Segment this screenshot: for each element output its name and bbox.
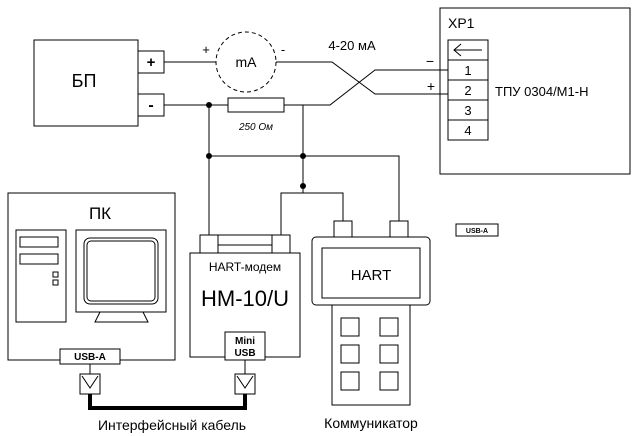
hart-modem-port-line2: USB: [234, 348, 255, 359]
connector-minus: −: [426, 53, 434, 69]
interface-cable: Интерфейсный кабель: [79, 360, 256, 433]
hart-modem-title: HART-модем: [209, 260, 281, 274]
pc: ПК USB-A: [7, 192, 176, 365]
connector-title: ХР1: [448, 15, 475, 31]
power-supply-label: БП: [72, 71, 97, 91]
resistor-label: 250 Ом: [238, 122, 273, 133]
communicator-caption: Коммуникатор: [324, 415, 418, 431]
pin-3: 3: [464, 103, 471, 118]
cable-caption: Интерфейсный кабель: [98, 417, 246, 433]
wiring: [164, 61, 440, 235]
power-supply-minus: -: [148, 97, 153, 114]
pin-1: 1: [464, 63, 471, 78]
hart-modem: HART-модем HM-10/U Mini USB: [189, 234, 301, 361]
junction-dots: [206, 102, 306, 189]
usb-plug-left-icon: [79, 373, 101, 395]
communicator: HART Коммуникатор: [311, 220, 431, 431]
system-unit-icon: [15, 229, 67, 323]
resistor: 250 Ом: [227, 97, 285, 133]
transmitter-label: ТПУ 0304/М1-Н: [495, 84, 588, 99]
pc-usb-port-label: USB-A: [74, 352, 106, 363]
milliammeter-plus: +: [202, 42, 210, 57]
arrow-left-icon: [453, 43, 482, 57]
monitor-icon: [75, 229, 167, 323]
floating-usb-tag: USB-A: [455, 223, 499, 237]
milliammeter-minus: -: [281, 42, 285, 57]
connector-plus: +: [427, 78, 435, 94]
floating-usb-tag-label: USB-A: [466, 228, 488, 235]
communicator-screen: HART: [351, 267, 392, 284]
pin-2: 2: [464, 83, 471, 98]
milliammeter: mA + -: [202, 31, 285, 93]
keypad: [340, 317, 399, 391]
power-supply-plus: +: [147, 54, 156, 71]
hart-modem-model: HM-10/U: [201, 286, 289, 311]
pin-4: 4: [464, 123, 471, 138]
current-range-label: 4-20 мА: [328, 38, 376, 53]
pc-label: ПК: [89, 204, 111, 223]
connector-xp1: ХР1 1 2 3 4 − + ТПУ 0304/М1-Н: [426, 7, 631, 175]
hart-modem-port-line1: Mini: [235, 336, 255, 347]
usb-plug-right-icon: [234, 373, 256, 395]
power-supply: БП + -: [33, 39, 165, 127]
milliammeter-label: mA: [236, 54, 258, 70]
